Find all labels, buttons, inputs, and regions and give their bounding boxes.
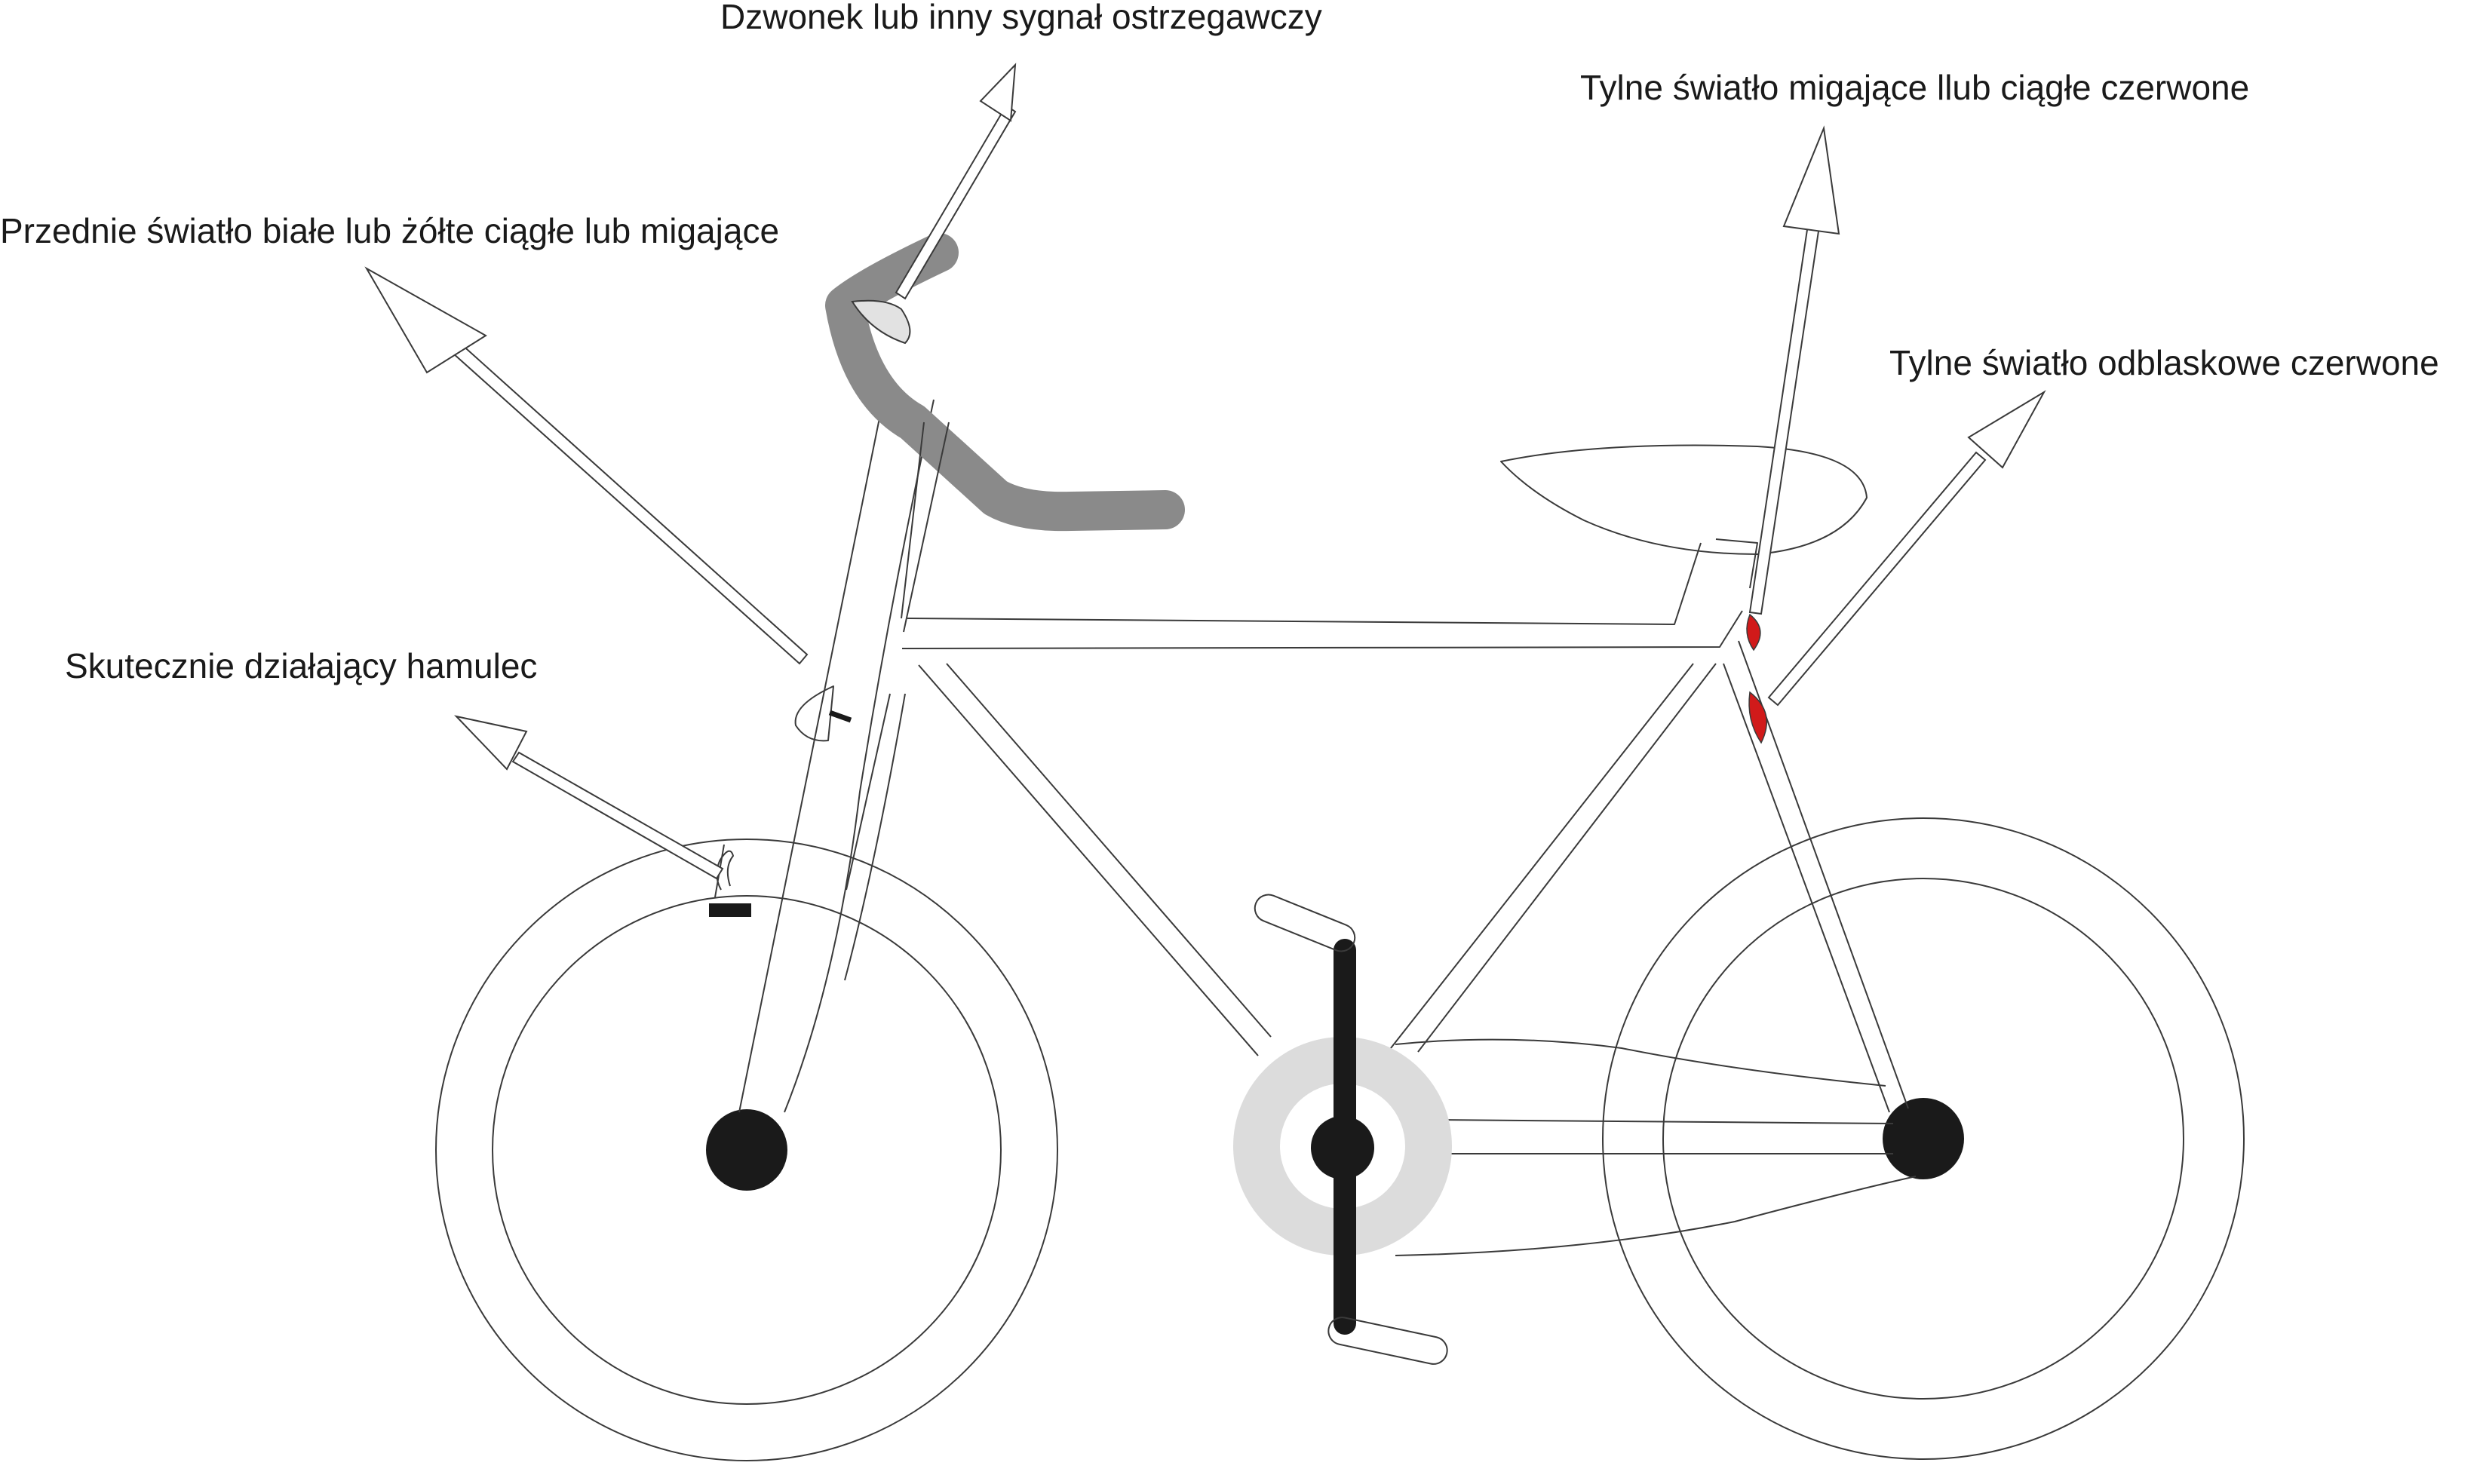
rear-tire-outer <box>1602 817 2245 1460</box>
arrow-front-light <box>364 266 809 665</box>
front-lamp <box>794 685 834 742</box>
crank-axle <box>1311 1116 1374 1179</box>
rear-light <box>1746 613 1761 652</box>
rear-hub <box>1883 1098 1964 1179</box>
chain-guard <box>1395 1038 1917 1256</box>
pedal-lower <box>1327 1317 1448 1365</box>
seat-post <box>1715 538 1758 589</box>
rear-wheel <box>1602 817 2245 1460</box>
label-reflector: Tylne światło odblaskowe czerwone <box>1889 343 2439 382</box>
label-brake: Skutecznie działający hamulec <box>65 646 537 685</box>
saddle <box>1500 444 1868 555</box>
arrow-reflector <box>1767 390 2046 707</box>
front-tire-outer <box>435 839 1058 1461</box>
front-wheel <box>435 839 1058 1461</box>
brake-pad <box>709 903 751 917</box>
chain-stay <box>1432 1119 1894 1154</box>
top-tube-upper <box>907 542 1702 625</box>
arrow-bell <box>895 63 1017 300</box>
label-front-light: Przednie światło białe lub żółte ciągłe … <box>0 211 779 250</box>
label-rear-light: Tylne światło migające llub ciągłe czerw… <box>1580 68 2249 107</box>
seat-tube <box>1387 663 1717 1053</box>
arrow-rear-light <box>1748 125 1840 615</box>
arrow-brake <box>454 715 724 880</box>
label-bell: Dzwonek lub inny sygnał ostrzegawczy <box>720 0 1322 36</box>
down-tube <box>918 663 1272 1056</box>
front-hub <box>706 1109 787 1191</box>
brake <box>709 844 751 917</box>
bell <box>851 299 911 345</box>
front-tire-inner <box>492 895 1002 1405</box>
rear-reflector <box>1748 691 1767 744</box>
front-lamp-mount <box>828 710 852 723</box>
front-fork <box>738 391 935 1113</box>
head-tube <box>901 422 950 633</box>
handlebar <box>825 233 1185 532</box>
top-tube-lower <box>901 610 1743 649</box>
pedal-upper <box>1254 894 1356 952</box>
rear-tire-inner <box>1662 878 2184 1400</box>
